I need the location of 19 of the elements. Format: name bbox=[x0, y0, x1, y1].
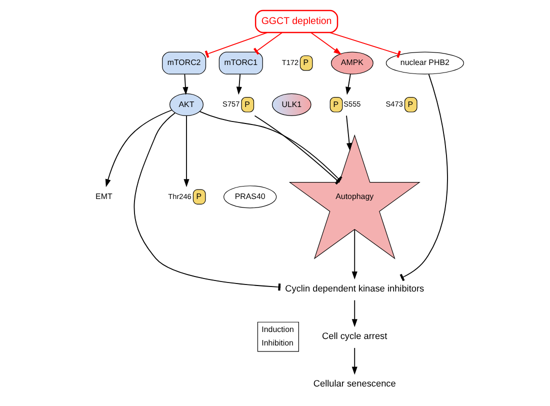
arrow bbox=[351, 300, 357, 328]
node-text: Cellular senescence bbox=[312, 378, 396, 389]
arrow bbox=[104, 110, 172, 188]
arrow bbox=[182, 74, 188, 96]
connector bbox=[133, 112, 281, 291]
arrow bbox=[236, 74, 242, 95]
connector bbox=[204, 32, 268, 58]
arrow bbox=[351, 229, 357, 280]
node-text: Cyclin dependent kinase inhibitors bbox=[284, 283, 424, 294]
node-box: GGCT depletion bbox=[254, 10, 338, 34]
arrow bbox=[345, 74, 351, 95]
connector bbox=[328, 32, 400, 58]
node-text: Cell cycle arrest bbox=[322, 330, 387, 341]
arrow bbox=[183, 115, 189, 188]
arrow bbox=[310, 32, 342, 55]
arrow bbox=[346, 115, 352, 151]
arrow bbox=[351, 348, 357, 375]
connector bbox=[252, 32, 282, 55]
connector bbox=[399, 74, 448, 282]
